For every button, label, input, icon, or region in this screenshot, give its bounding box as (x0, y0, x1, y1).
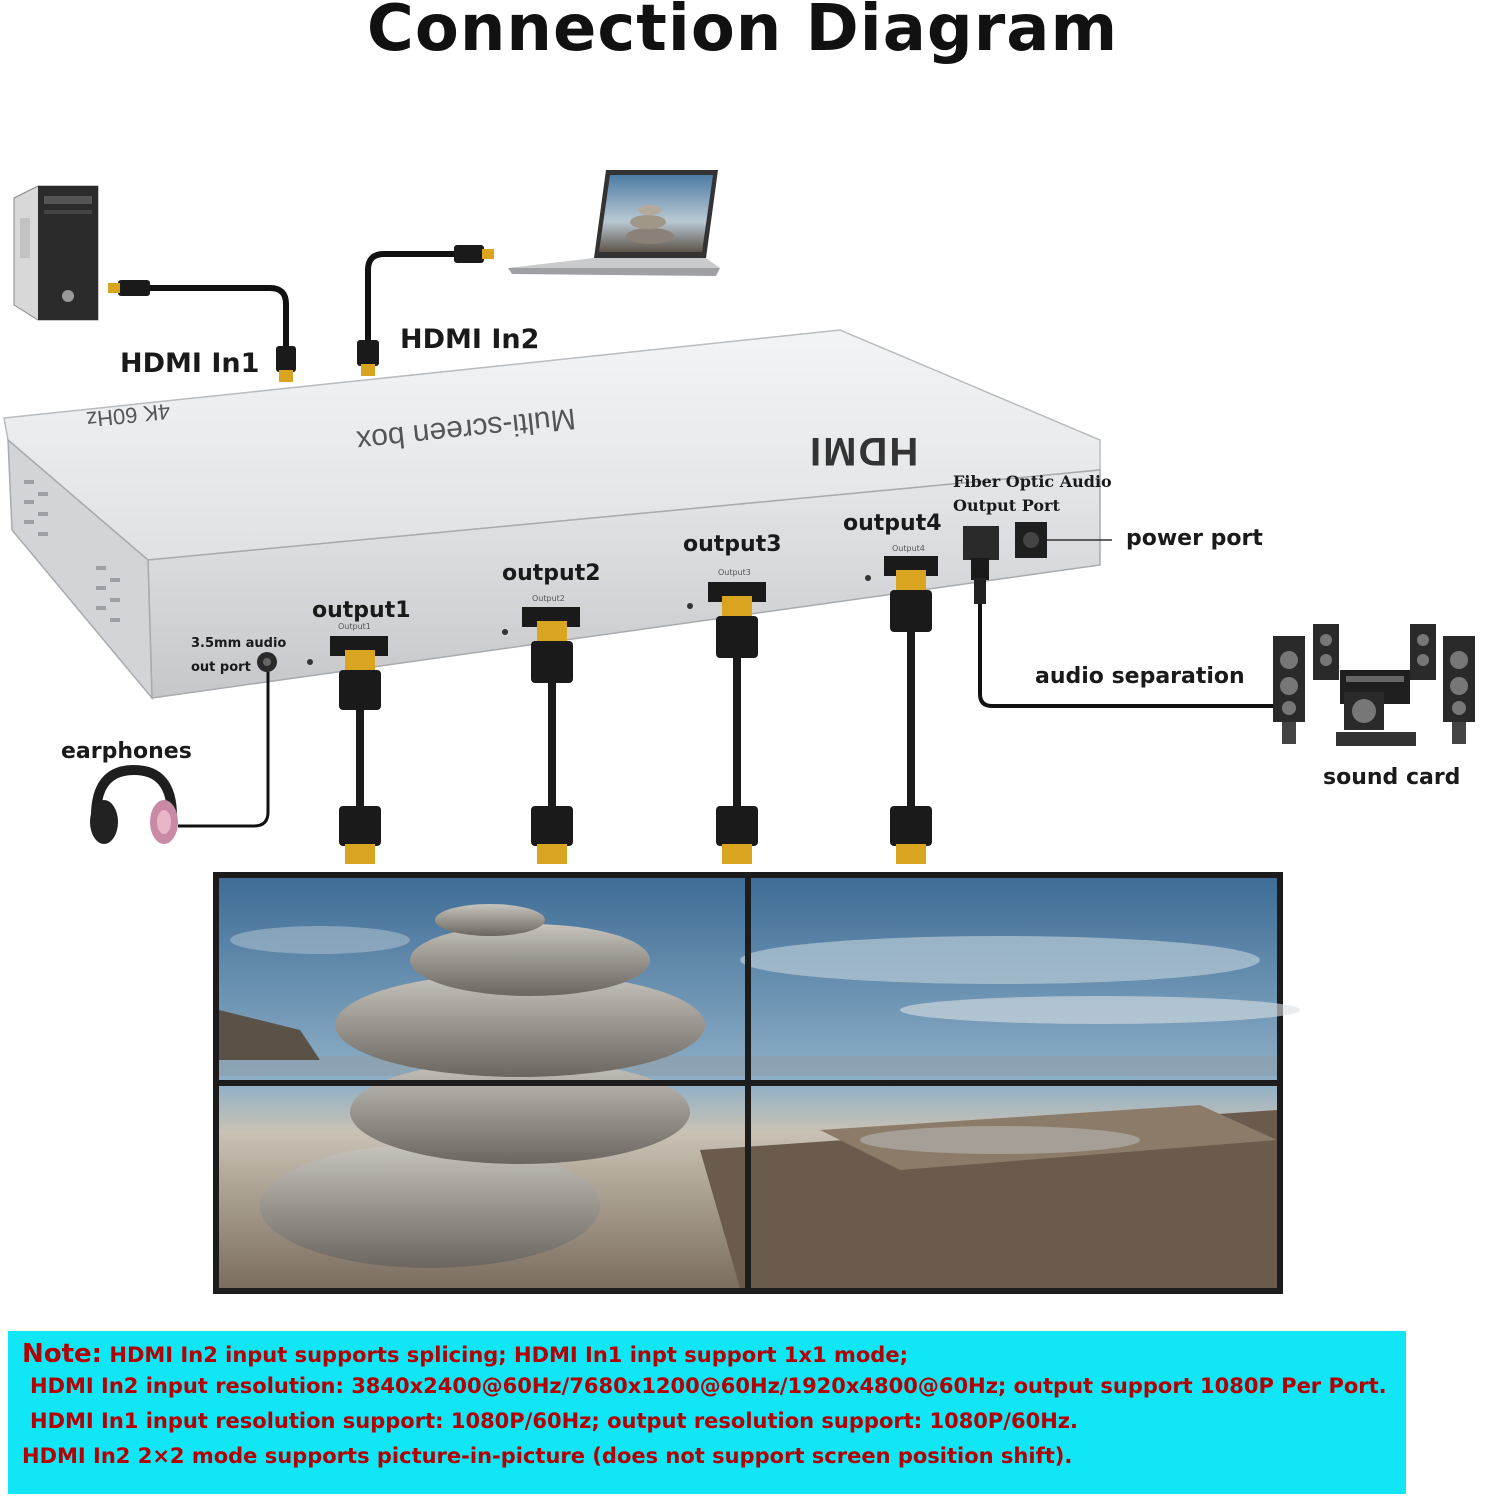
optical-audio-cable (971, 558, 1275, 708)
note-prefix: Note: (22, 1339, 103, 1369)
headphones-icon (90, 764, 178, 844)
output4-label: output4 (843, 511, 942, 536)
audio-port-label-line2: out port (191, 660, 251, 675)
earphone-cable (178, 672, 270, 828)
hdmi-in1-label: HDMI In1 (120, 348, 260, 379)
earphones-label: earphones (61, 739, 192, 764)
note-line-4: HDMI In2 2×2 mode supports picture-in-pi… (22, 1444, 1073, 1468)
output3-label: output3 (683, 532, 782, 557)
port-tag-output1: Output1 (338, 622, 371, 631)
hdmi-in2-label: HDMI In2 (400, 324, 540, 355)
hdmi-logo-print: HDMI (808, 429, 919, 473)
hdmi-in1-cable (108, 280, 296, 382)
hdmi-in2-cable (357, 245, 494, 376)
output1-label: output1 (312, 598, 411, 623)
note-line-2: HDMI In2 input resolution: 3840x2400@60H… (30, 1374, 1387, 1398)
note-box: Note: HDMI In2 input supports splicing; … (8, 1331, 1406, 1494)
fiber-optic-label-line2: Output Port (953, 496, 1060, 515)
note-line-1: Note: HDMI In2 input supports splicing; … (22, 1339, 908, 1369)
diagram-title: Connection Diagram (366, 0, 1119, 66)
audio-separation-label: audio separation (1035, 664, 1245, 689)
note-line-1-text: HDMI In2 input supports splicing; HDMI I… (109, 1343, 908, 1367)
desktop-pc-icon (13, 185, 99, 321)
output-cables (339, 570, 932, 864)
port-tag-output4: Output4 (892, 544, 925, 553)
output2-label: output2 (502, 561, 601, 586)
video-wall (213, 872, 1300, 1294)
connection-illustration (3, 170, 1475, 1294)
sound-card-label: sound card (1323, 765, 1461, 790)
power-port-label: power port (1126, 526, 1263, 551)
port-tag-output3: Output3 (718, 568, 751, 577)
sound-system-icon (1273, 624, 1475, 746)
multi-screen-box (3, 329, 1112, 701)
fiber-optic-label-line1: Fiber Optic Audio (953, 472, 1112, 491)
port-tag-output2: Output2 (532, 594, 565, 603)
note-line-3: HDMI In1 input resolution support: 1080P… (30, 1409, 1078, 1433)
audio-port-label-line1: 3.5mm audio (191, 636, 287, 651)
laptop-icon (508, 170, 720, 276)
